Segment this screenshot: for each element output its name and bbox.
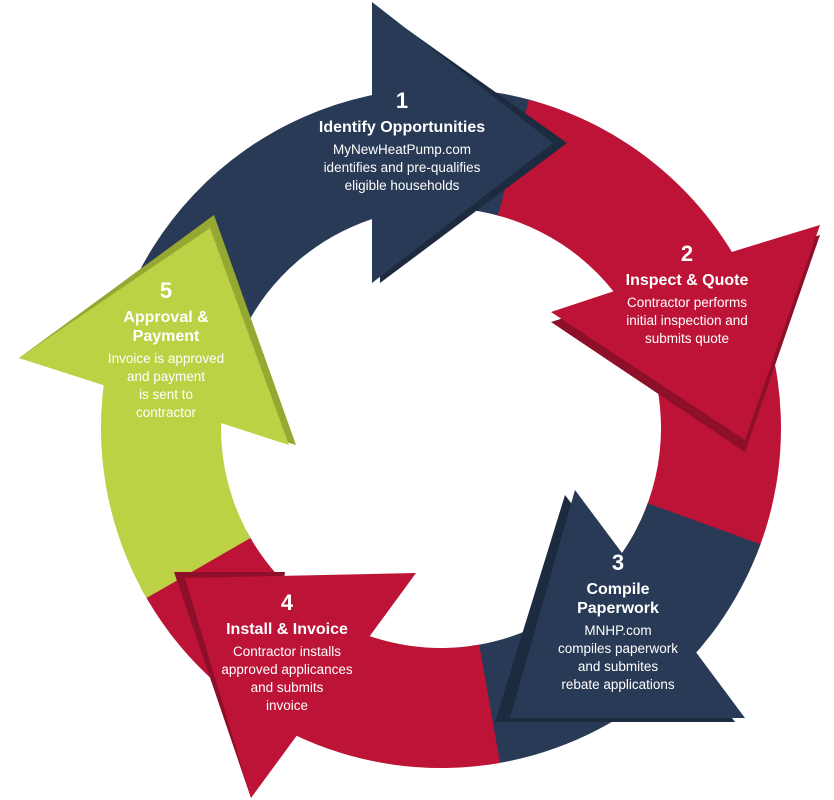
step-description: approved applicances — [221, 662, 353, 677]
step-title: Inspect & Quote — [626, 272, 749, 289]
step-title: Identify Opportunities — [319, 119, 485, 136]
step-description: and payment — [127, 369, 205, 384]
step-number: 1 — [396, 88, 408, 113]
step-description: eligible households — [345, 178, 460, 193]
step-title: Paperwork — [577, 600, 659, 617]
step-description: and submites — [578, 659, 659, 674]
step-title: Install & Invoice — [226, 621, 348, 638]
step-number: 5 — [160, 278, 172, 303]
step-number: 4 — [281, 590, 294, 615]
step-description: is sent to — [139, 387, 193, 402]
step-4-arrowhead — [185, 573, 416, 798]
step-description: Contractor installs — [233, 644, 341, 659]
step-description: invoice — [266, 698, 308, 713]
step-description: identifies and pre-qualifies — [324, 160, 481, 175]
step-description: contractor — [136, 405, 197, 420]
step-3-arrowhead — [510, 490, 745, 718]
step-1-arrowhead — [372, 2, 553, 283]
step-description: Invoice is approved — [108, 351, 224, 366]
step-2-arrowhead — [551, 225, 820, 440]
step-description: rebate applications — [561, 677, 675, 692]
step-description: submits quote — [645, 331, 729, 346]
step-number: 2 — [681, 241, 693, 266]
arrowheads — [19, 2, 820, 798]
step-description: initial inspection and — [626, 313, 748, 328]
step-title: Compile — [586, 581, 649, 598]
step-description: and submits — [251, 680, 324, 695]
step-description: MyNewHeatPump.com — [333, 142, 471, 157]
step-5-arrowhead — [19, 228, 289, 445]
step-number: 3 — [612, 550, 624, 575]
step-title: Payment — [133, 328, 200, 345]
step-description: compiles paperwork — [558, 641, 678, 656]
step-description: Contractor performs — [627, 295, 747, 310]
step-description: MNHP.com — [584, 623, 651, 638]
step-title: Approval & — [123, 309, 209, 326]
